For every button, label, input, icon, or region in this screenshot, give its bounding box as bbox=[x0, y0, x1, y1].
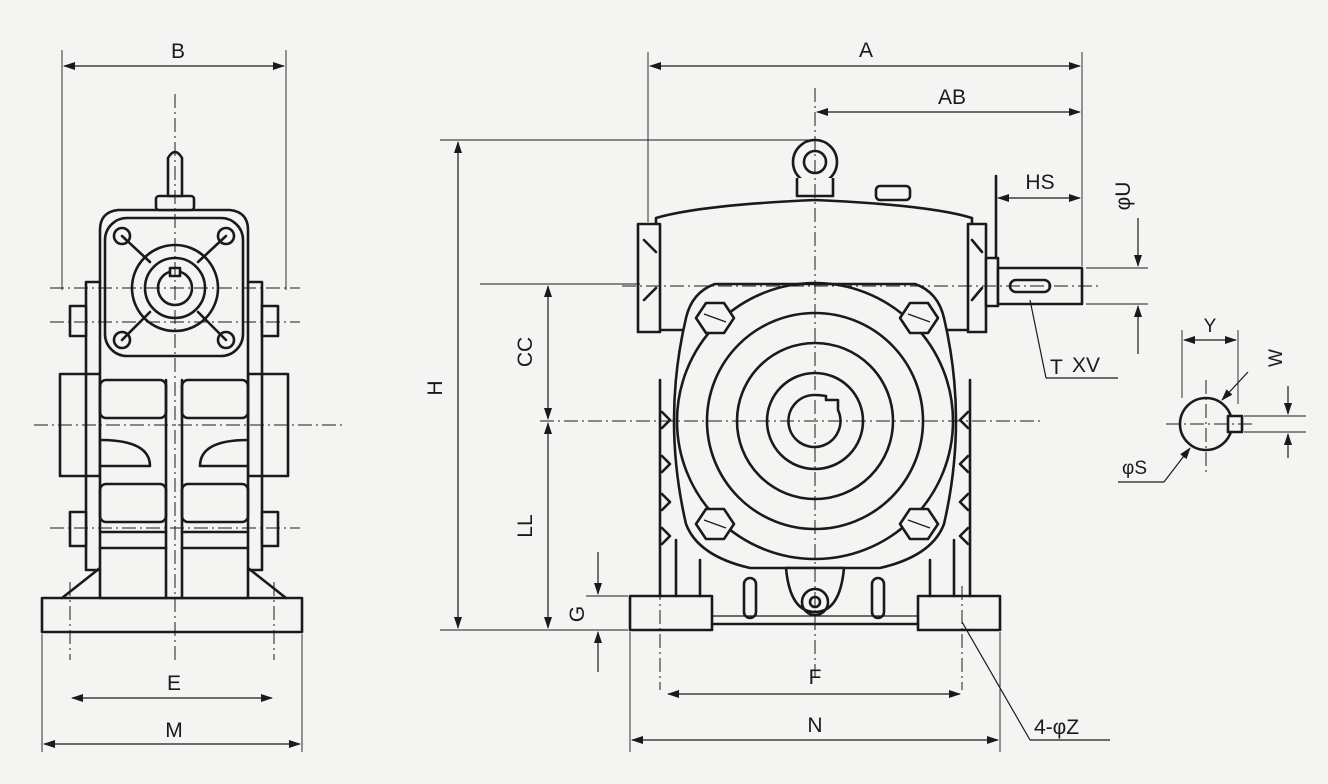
side-bearing-bars bbox=[84, 280, 264, 572]
drain-plug-icon bbox=[800, 587, 830, 617]
front-right-bearing-cap bbox=[966, 222, 988, 334]
front-right-foot bbox=[916, 594, 1002, 632]
side-body-fins bbox=[98, 378, 250, 600]
dim-label-a: A bbox=[859, 39, 873, 62]
side-hex-bolts bbox=[68, 304, 280, 548]
dim-label-hs: HS bbox=[1025, 171, 1054, 194]
dim-label-e: E bbox=[167, 672, 181, 695]
side-bolt-icon bbox=[216, 330, 236, 350]
dim-label-g: G bbox=[566, 606, 589, 622]
dim-label-b: B bbox=[171, 40, 185, 63]
front-breather-icon bbox=[874, 184, 912, 202]
dim-label-s: φS bbox=[1122, 458, 1147, 479]
dim-label-w: W bbox=[1266, 349, 1287, 367]
dim-label-y: Y bbox=[1204, 316, 1217, 337]
dim-label-ll: LL bbox=[514, 514, 537, 537]
dim-label-z: 4-φZ bbox=[1034, 716, 1079, 739]
dim-label-n: N bbox=[807, 714, 822, 737]
dim-label-m: M bbox=[165, 719, 183, 742]
front-bottom-fins bbox=[742, 576, 886, 620]
front-hex-bolts bbox=[694, 301, 940, 541]
side-gussets bbox=[60, 566, 288, 600]
dim-label-h: H bbox=[424, 380, 447, 395]
dim-label-ab: AB bbox=[938, 86, 966, 109]
side-bolt-icon bbox=[112, 226, 132, 246]
front-side-ribs bbox=[658, 378, 972, 546]
side-bolt-icon bbox=[112, 330, 132, 350]
front-left-bearing-cap bbox=[636, 222, 662, 334]
dim-label-f: F bbox=[809, 666, 822, 689]
front-seal bbox=[984, 256, 1000, 308]
dim-label-v: XV bbox=[1072, 354, 1100, 377]
side-base-plate bbox=[40, 596, 304, 634]
front-view: A AB HS φU T XV H CC LL G bbox=[424, 39, 1148, 752]
front-legs bbox=[658, 538, 972, 598]
dim-label-t: T bbox=[1050, 356, 1063, 379]
side-view: B E M bbox=[34, 40, 345, 752]
dim-label-u: φU bbox=[1112, 182, 1135, 211]
shaft-section-view: Y W φS bbox=[1118, 316, 1306, 483]
side-cover-spokes bbox=[120, 234, 228, 342]
side-bolt-icon bbox=[216, 226, 236, 246]
dim-label-cc: CC bbox=[514, 337, 537, 367]
front-left-foot bbox=[628, 594, 714, 632]
